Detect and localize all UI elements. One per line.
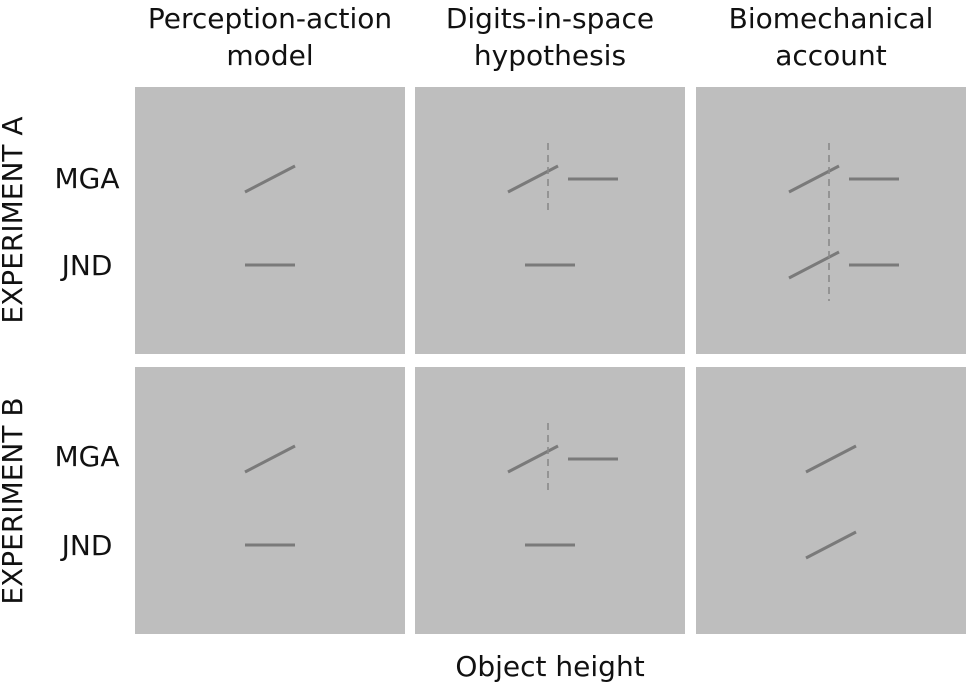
mga-increasing-line [507,164,559,194]
experiment-a-label: EXPERIMENT A [0,116,29,324]
panel-plot [696,87,966,354]
mga-increasing-line [805,444,857,474]
jnd-increasing-line [788,250,840,280]
panel-plot [135,367,405,634]
panel-experiment-a-biomechanical [696,87,966,354]
panel-plot [696,367,966,634]
panel-background [415,367,685,634]
panel-background [135,87,405,354]
experiment-b-label: EXPERIMENT B [0,397,29,605]
row-label-jnd-experiment-a: JND [61,249,113,282]
x-axis-label: Object height [455,650,645,683]
row-label-jnd-experiment-b: JND [61,529,113,562]
panel-background [696,367,966,634]
mga-increasing-line [244,444,296,474]
panel-experiment-b-digits-in-space [415,367,685,634]
panel-experiment-b-perception-action [135,367,405,634]
row-label-mga-experiment-a: MGA [54,162,120,195]
panel-plot [135,87,405,354]
panel-background [696,87,966,354]
panel-plot [415,367,685,634]
column-title-perception-action: Perception-action model [147,2,393,72]
panel-experiment-b-biomechanical [696,367,966,634]
mga-increasing-line [244,164,296,194]
jnd-increasing-line [805,530,857,560]
column-title-digits-in-space: Digits-in-space hypothesis [445,2,655,72]
panel-experiment-a-perception-action [135,87,405,354]
panel-plot [415,87,685,354]
mga-increasing-line [507,444,559,474]
panel-experiment-a-digits-in-space [415,87,685,354]
panel-background [135,367,405,634]
row-label-mga-experiment-b: MGA [54,440,120,473]
mga-increasing-line [788,164,840,194]
column-title-biomechanical: Biomechanical account [728,2,934,72]
panel-background [415,87,685,354]
